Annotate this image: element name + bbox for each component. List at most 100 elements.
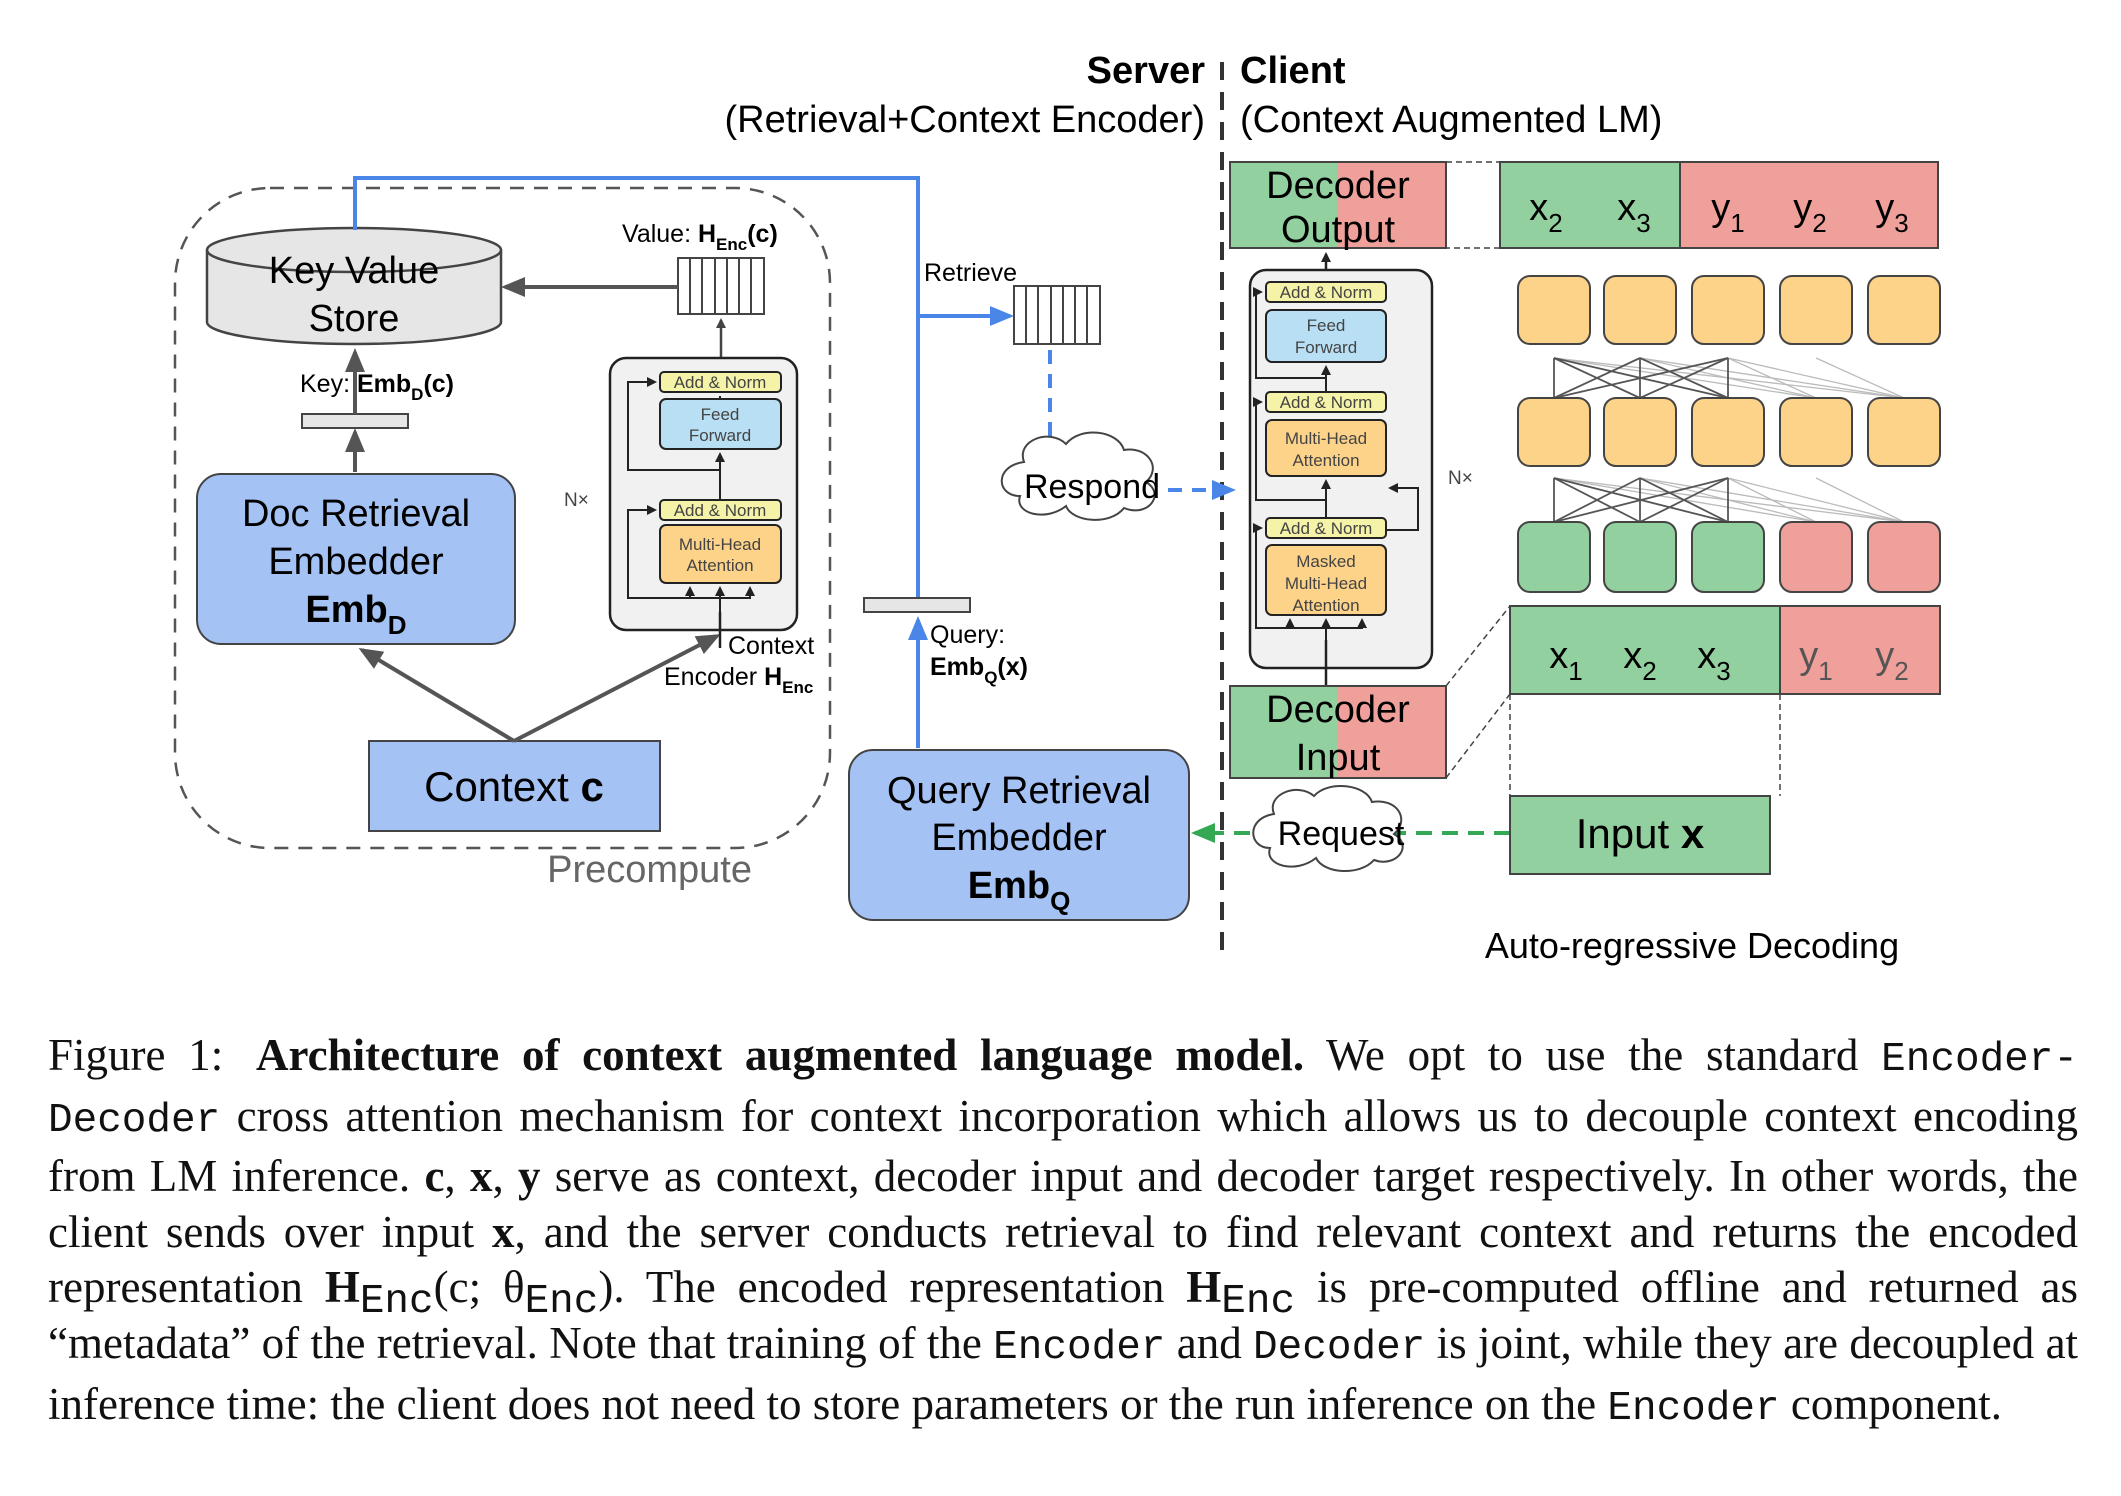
caption-text: ). The encoded representation (598, 1262, 1165, 1313)
caption-code: Encoder (1607, 1385, 1780, 1432)
caption-text: and (1176, 1317, 1242, 1368)
svg-text:Forward: Forward (1295, 338, 1357, 357)
input-x-box: Input x (1509, 795, 1771, 875)
decoder-block: Masked Multi-Head Attention Add & Norm M… (1248, 252, 1473, 686)
input-token: x2 (1623, 635, 1656, 686)
respond-cloud: Respond (1000, 431, 1160, 521)
svg-text:Masked: Masked (1296, 552, 1356, 571)
caption-var: H (1186, 1262, 1222, 1313)
autoregressive-label: Auto-regressive Decoding (1485, 925, 1899, 966)
context-to-doc-embedder-arrow (358, 647, 516, 743)
svg-text:Embedder: Embedder (268, 541, 444, 583)
svg-text:Context c: Context c (424, 763, 604, 810)
precompute-region (173, 186, 832, 850)
request-cloud: Request (1252, 784, 1405, 873)
query-label-1: Query: (930, 621, 1005, 649)
hidden-node-grid (1517, 275, 1941, 593)
input-tokens-row: x1 x2 x3 y1 y2 (1509, 605, 1941, 695)
precompute-label: Precompute (547, 849, 752, 891)
server-subtitle: (Retrieval+Context Encoder) (725, 99, 1206, 141)
svg-text:Store: Store (309, 298, 400, 340)
query-retrieval-embedder: Query Retrieval Embedder EmbQ (848, 749, 1190, 921)
svg-text:Multi-Head: Multi-Head (1285, 429, 1367, 448)
caption-text: is joint, while they are decoupled at in… (48, 1317, 2079, 1429)
output-token: y3 (1875, 187, 1908, 238)
query-label-2: EmbQ(x) (930, 653, 1028, 687)
svg-text:Add & Norm: Add & Norm (674, 373, 767, 392)
context-encoder-label-2: Encoder HEnc (664, 663, 813, 697)
caption-title: Architecture of context augmented langua… (255, 1030, 1305, 1080)
output-token: y2 (1793, 187, 1826, 238)
zoom-line-lower (1445, 693, 1511, 779)
svg-text:Feed: Feed (1307, 316, 1346, 335)
caption-var: x (492, 1206, 515, 1257)
decoder-output-box: Decoder Output (1229, 161, 1447, 251)
context-encoder-block: Multi-Head Attention Add & Norm Feed For… (564, 356, 799, 648)
svg-text:Multi-Head: Multi-Head (1285, 574, 1367, 593)
decoder-input-box: Decoder Input (1229, 685, 1447, 779)
caption-text: , (492, 1151, 504, 1202)
svg-text:Doc Retrieval: Doc Retrieval (242, 493, 470, 535)
decoder-output-bracket (1445, 161, 1501, 249)
value-vector (677, 257, 765, 315)
caption-text: serve as context, decoder input and deco… (48, 1151, 2079, 1257)
query-vector (863, 597, 971, 613)
key-value-store: Key Value Store (205, 226, 503, 346)
retrieved-vector (1013, 285, 1101, 345)
caption-var: H (324, 1262, 360, 1313)
svg-text:Query Retrieval: Query Retrieval (887, 770, 1151, 812)
svg-text:Add & Norm: Add & Norm (1280, 283, 1373, 302)
caption-text: component. (1790, 1378, 2003, 1429)
architecture-diagram: Server (Retrieval+Context Encoder) Clien… (173, 50, 1941, 966)
svg-text:Feed: Feed (701, 405, 740, 424)
svg-text:Attention: Attention (1292, 451, 1359, 470)
attention-connections-active (1553, 357, 1729, 523)
svg-text:Input: Input (1296, 737, 1381, 779)
caption-text: cross attention mechanism for context in… (48, 1090, 2078, 1202)
context-encoder-label-1: Context (728, 632, 814, 660)
svg-text:Add & Norm: Add & Norm (1280, 393, 1373, 412)
figure-number: Figure 1: (48, 1030, 224, 1080)
input-token: y2 (1875, 635, 1908, 686)
svg-text:EmbQ: EmbQ (968, 865, 1071, 916)
svg-text:Decoder: Decoder (1266, 689, 1410, 731)
caption-var: c (424, 1151, 445, 1202)
client-subtitle: (Context Augmented LM) (1240, 99, 1662, 141)
caption-var: x (469, 1151, 493, 1202)
caption-code: Encoder-Decoder (48, 1037, 2078, 1144)
svg-text:Add & Norm: Add & Norm (1280, 519, 1373, 538)
retrieve-label: Retrieve (924, 259, 1017, 287)
svg-text:EmbD: EmbD (305, 589, 406, 640)
svg-text:Output: Output (1281, 209, 1396, 251)
caption-text: (c; θ (433, 1262, 525, 1313)
output-tokens-row: x2 x3 y1 y2 y3 (1499, 161, 1939, 249)
figure-caption: Figure 1: Architecture of context augmen… (48, 1028, 2078, 1437)
svg-text:Key Value: Key Value (269, 250, 439, 292)
svg-text:Attention: Attention (686, 556, 753, 575)
caption-text: We opt to use the standard (1326, 1030, 1859, 1080)
svg-text:Input x: Input x (1576, 810, 1705, 857)
svg-text:N×: N× (564, 490, 589, 511)
input-token: y1 (1799, 635, 1832, 686)
server-label: Server (1087, 50, 1206, 92)
output-token: x2 (1529, 187, 1562, 238)
svg-text:Respond: Respond (1024, 468, 1160, 506)
retrieval-connector (353, 176, 920, 598)
value-label: Value: HEnc(c) (622, 220, 778, 254)
input-token: x3 (1697, 635, 1730, 686)
svg-text:Attention: Attention (1292, 596, 1359, 615)
caption-text: , (444, 1151, 456, 1202)
caption-code: Decoder (1253, 1324, 1426, 1371)
caption-text: is pre-computed offline and returned as … (48, 1262, 2079, 1368)
key-vector (301, 413, 409, 429)
svg-text:Request: Request (1278, 815, 1405, 853)
svg-text:Forward: Forward (689, 426, 751, 445)
caption-text: , and the server conducts retrieval to f… (48, 1206, 2078, 1313)
svg-text:Add & Norm: Add & Norm (674, 501, 767, 520)
context-to-encoder-arrow (513, 634, 721, 743)
context-box: Context c (368, 740, 661, 832)
client-label: Client (1240, 50, 1346, 92)
key-label: Key: EmbD(c) (300, 370, 454, 404)
zoom-line-upper (1445, 605, 1511, 687)
svg-text:Multi-Head: Multi-Head (679, 535, 761, 554)
